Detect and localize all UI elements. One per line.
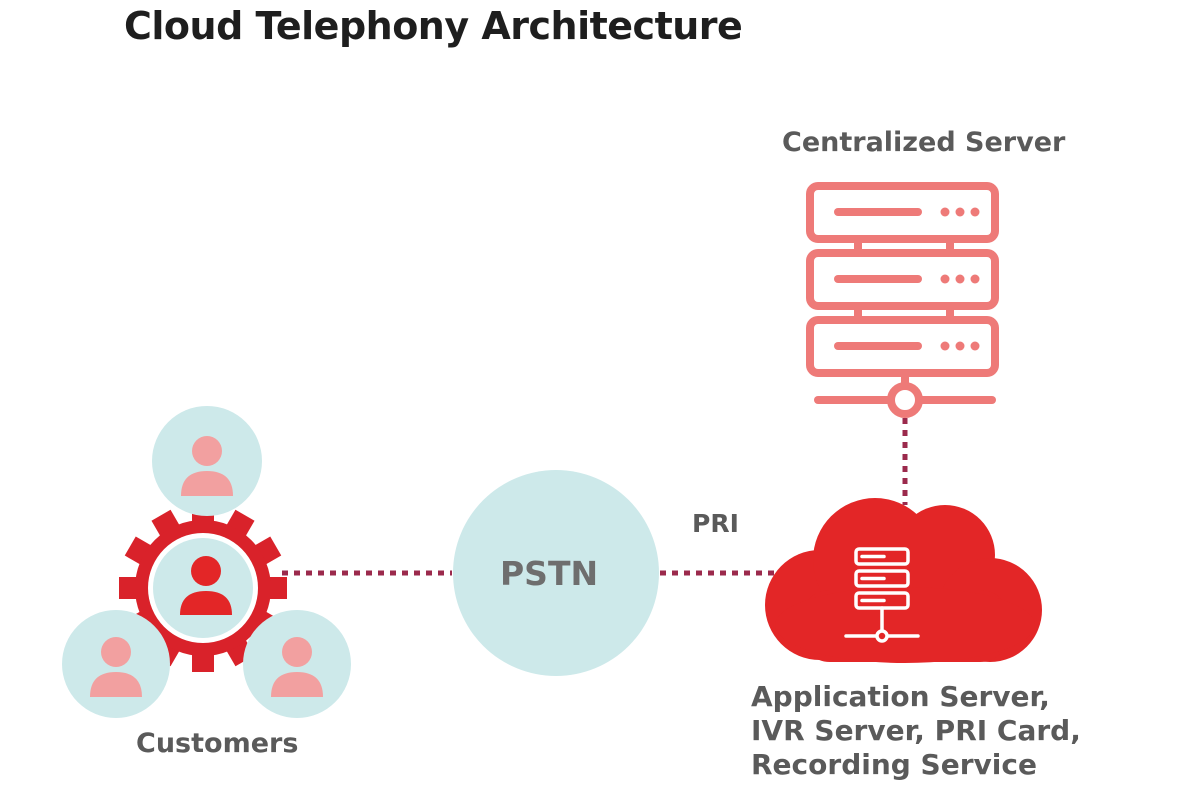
cloud-services-line: Recording Service — [751, 748, 1037, 781]
server-led-dots — [940, 207, 980, 351]
person-icon — [181, 436, 233, 496]
diagram-title: Cloud Telephony Architecture — [124, 4, 743, 48]
person-icon — [90, 637, 142, 697]
customers-label: Customers — [136, 728, 299, 759]
server-rack-icon — [806, 182, 999, 418]
person-icon — [180, 556, 232, 615]
pstn-node — [453, 470, 659, 676]
centralized-server-label: Centralized Server — [782, 127, 1066, 158]
person-icon — [271, 637, 323, 697]
pstn-label: PSTN — [500, 554, 599, 593]
pri-label: PRI — [692, 509, 739, 538]
cloud-icon — [765, 498, 1042, 663]
customers-cluster — [62, 406, 351, 718]
cloud-server-icon — [844, 547, 920, 643]
cloud-services-line: IVR Server, PRI Card, — [751, 714, 1081, 747]
cloud-services-line: Application Server, — [751, 680, 1050, 713]
cloud-services-label: Application Server, IVR Server, PRI Card… — [751, 680, 1081, 782]
connection-lines — [282, 418, 908, 576]
